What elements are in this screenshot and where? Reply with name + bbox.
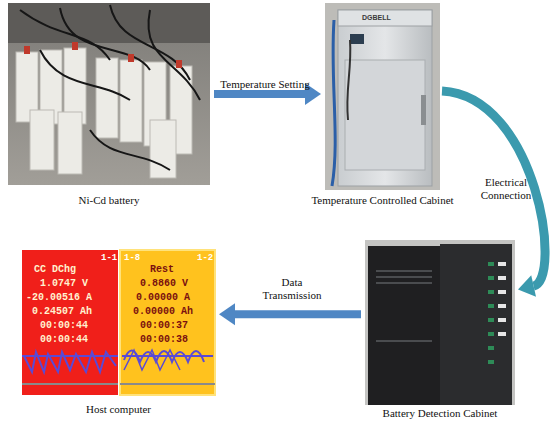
control-screen	[350, 34, 364, 44]
arrow-shaft	[235, 310, 361, 318]
screen-readout: 00:00:38	[140, 334, 188, 346]
flow-arrow	[442, 91, 545, 297]
clips	[24, 42, 182, 68]
vents	[376, 270, 432, 342]
cabinet-right	[440, 244, 512, 405]
screen-readout: 00:00:44	[40, 334, 88, 346]
divider	[22, 383, 118, 385]
edge-label: Temperature Setting	[209, 78, 321, 91]
screen-readout: Rest	[150, 264, 174, 276]
detection-cabinet-photo	[365, 240, 515, 405]
edge-label: Electrical Connection	[475, 176, 537, 202]
photo-caption: Host computer	[86, 403, 151, 415]
photo-caption: Ni-Cd battery	[79, 194, 140, 206]
photo-caption: Temperature Controlled Cabinet	[311, 194, 453, 206]
screen-readout: 1-2	[197, 252, 213, 264]
arrow-shaft	[214, 90, 305, 98]
screen-readout: 0.24507 Ah	[32, 306, 92, 318]
screen-readout: CC DChg	[34, 264, 76, 276]
flow-arrow	[219, 303, 361, 325]
photo-caption: Battery Detection Cabinet	[383, 407, 498, 419]
photo-background	[8, 3, 210, 185]
cabinet-body	[338, 10, 432, 186]
brand-label: DGBELL	[362, 12, 391, 24]
cabinet-top	[338, 10, 432, 26]
cabinet-photo	[325, 3, 440, 190]
module-tags	[498, 262, 506, 336]
screen-readout: 1-8	[124, 252, 140, 264]
arrow-head	[219, 303, 235, 325]
channel-panel-red	[22, 250, 118, 395]
screen-readout: 1.0747 V	[40, 278, 88, 290]
screen-readout: 0.00000 Ah	[133, 306, 193, 318]
screen-screenshot	[22, 250, 215, 395]
screen-readout: 00:00:44	[40, 320, 88, 332]
screen-readout: 0.00000 A	[136, 292, 190, 304]
edge-label: Data Transmission	[252, 276, 332, 302]
screen-readout: 00:00:37	[140, 320, 188, 332]
cabinet-left	[368, 246, 440, 405]
waveform	[24, 352, 116, 372]
cables	[20, 5, 200, 170]
cabinet-door	[345, 60, 425, 170]
arrow-head	[518, 275, 536, 296]
screen-readout: 1-1	[101, 252, 117, 264]
door-handle	[421, 95, 426, 125]
cable	[332, 20, 335, 186]
module-lights	[488, 262, 494, 364]
photo-background	[325, 3, 440, 190]
photo-node: Ni-Cd battery	[8, 3, 210, 185]
waveform	[124, 350, 180, 370]
cable	[347, 40, 350, 120]
photo-shadow	[8, 3, 210, 43]
arrow-shaft	[442, 91, 545, 286]
photo-background	[365, 240, 515, 405]
screen-readout: 0.8860 V	[140, 278, 188, 290]
channel-panel-yellow	[120, 250, 215, 395]
photo-node: Battery Detection Cabinet	[365, 240, 515, 405]
divider	[120, 383, 215, 385]
screen-readout: -20.00516 A	[26, 292, 92, 304]
battery-cells	[16, 48, 192, 178]
photo-node: Temperature Controlled Cabinet	[325, 3, 440, 190]
battery-photo	[8, 3, 210, 185]
